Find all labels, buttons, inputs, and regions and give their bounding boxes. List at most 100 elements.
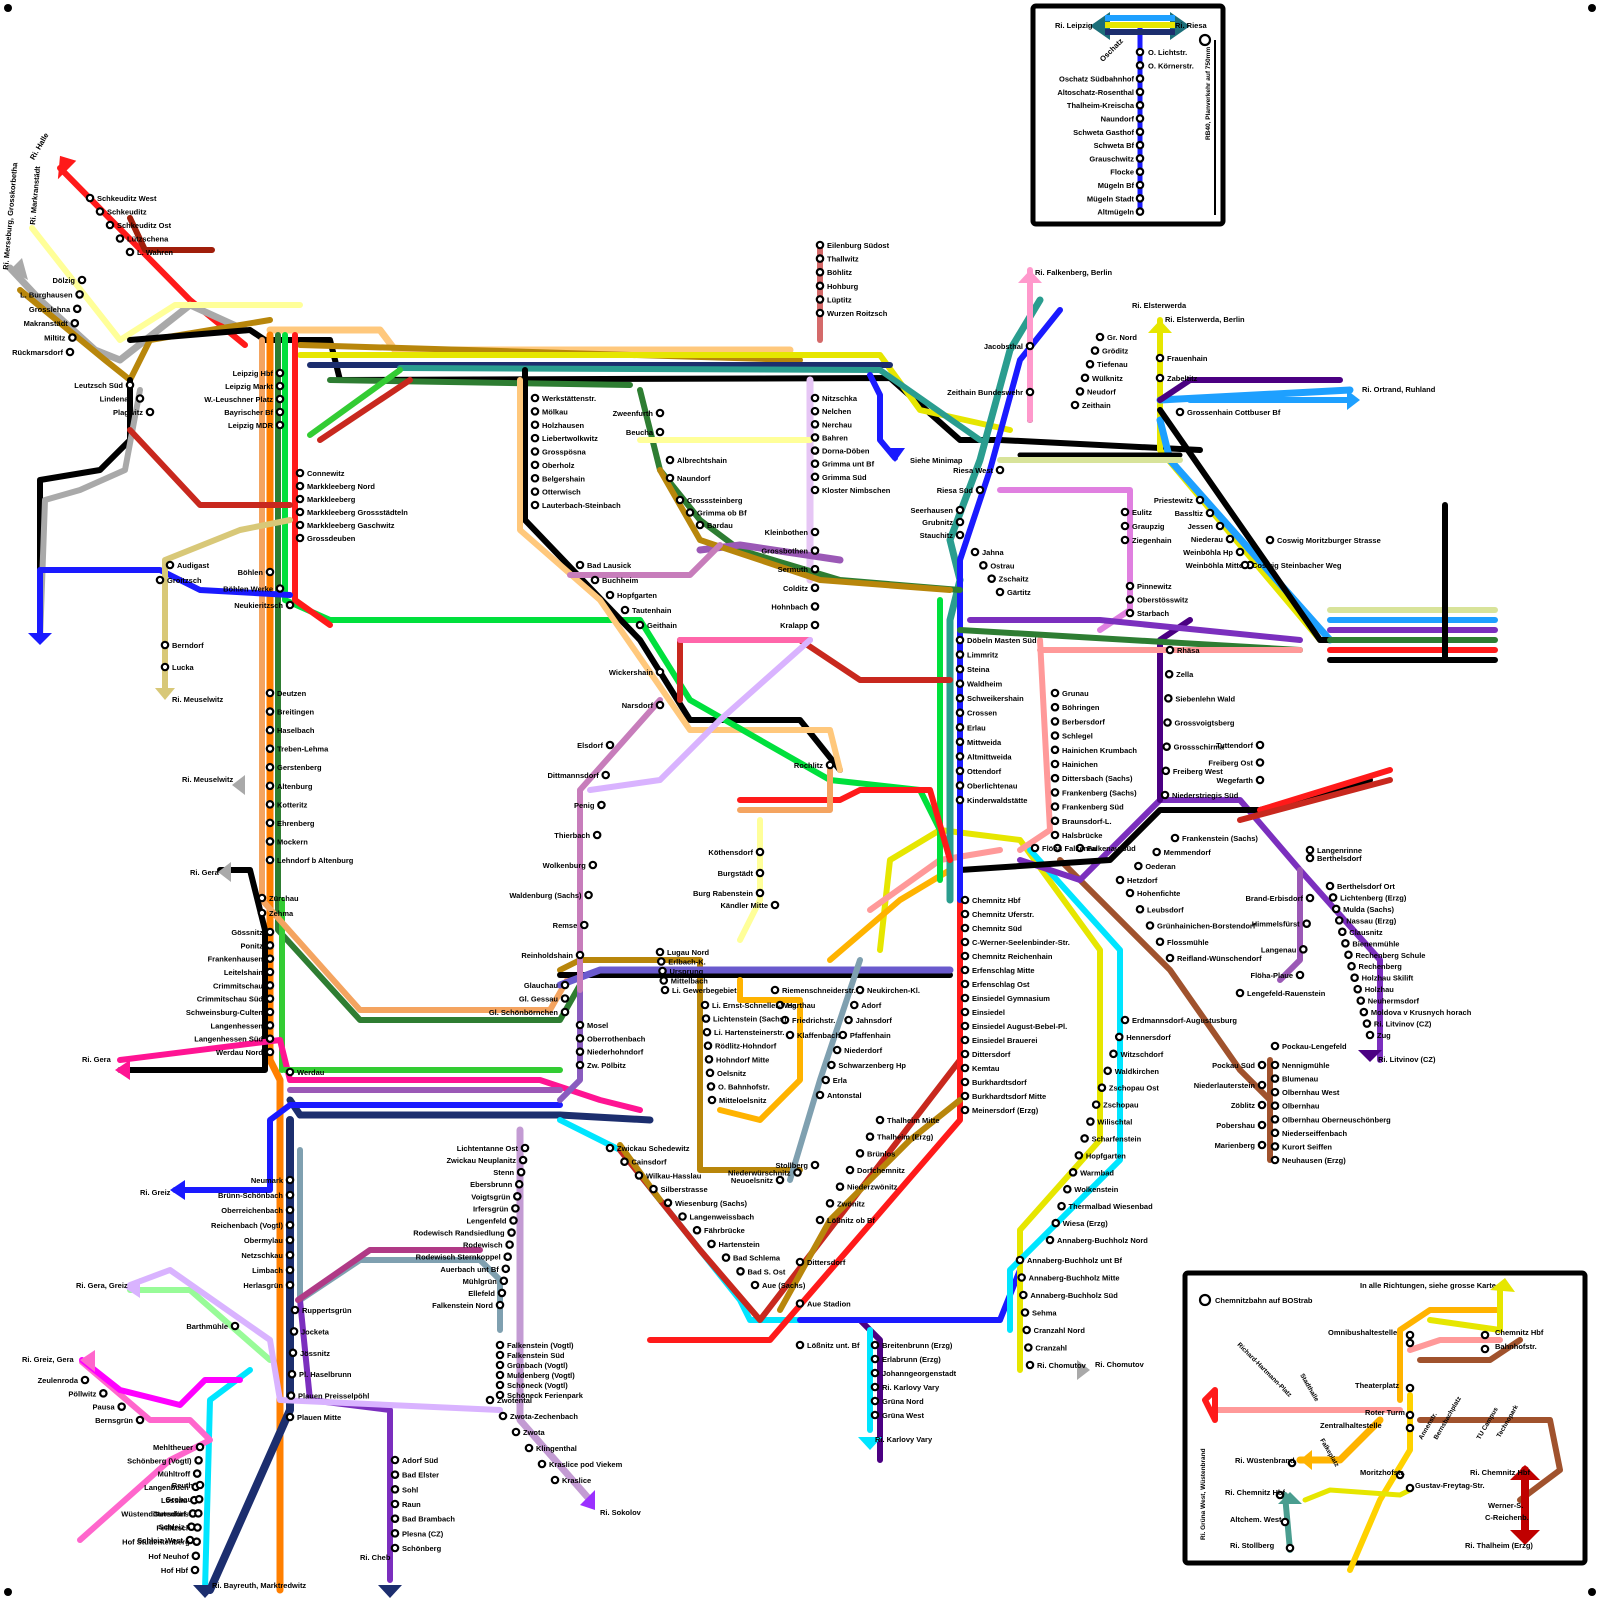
station-dot xyxy=(194,1524,200,1530)
inset-chemnitz: Chemnitzbahn auf BOStrab In alle Richtun… xyxy=(1185,1273,1585,1570)
inset-top-station-dot xyxy=(1137,169,1143,175)
station-dot xyxy=(1127,890,1133,896)
station-label: Erfenschlag Mitte xyxy=(972,966,1035,975)
station-dot xyxy=(522,1145,528,1151)
station-label: Kotteritz xyxy=(277,800,308,809)
station-dot xyxy=(957,680,963,686)
station-label: Aue Stadion xyxy=(807,1300,851,1309)
station-dot xyxy=(1018,1274,1024,1280)
station-dot xyxy=(526,1445,532,1451)
station-dot xyxy=(957,739,963,745)
dest-chomutov: Ri. Chomutov xyxy=(1095,1360,1145,1369)
inset-top-station-dot xyxy=(1137,89,1143,95)
station-label: Li. Gewerbegebiet xyxy=(672,986,737,995)
station-label: Dittersdorf xyxy=(972,1050,1011,1059)
station-label: Glauchau xyxy=(524,981,559,990)
station-dot xyxy=(872,1342,878,1348)
station-dot xyxy=(962,995,968,1001)
station-label: Erdmannsdorf-Augustusburg xyxy=(1132,1016,1237,1025)
station-dot xyxy=(267,1009,273,1015)
station-label: Mügeln Stadt xyxy=(1087,194,1135,203)
station-dot xyxy=(962,981,968,987)
station-dot xyxy=(1272,1103,1278,1109)
station-label: Lüptitz xyxy=(827,295,852,304)
station-label: Lauterbach-Steinbach xyxy=(542,501,621,510)
station-dot xyxy=(532,448,538,454)
station-label: Schlegel xyxy=(1062,732,1093,741)
route-south-red xyxy=(295,335,330,625)
station-label: Falkenstein (Vogtl) xyxy=(507,1341,574,1350)
station-dot xyxy=(1272,1075,1278,1081)
station-dot xyxy=(577,952,583,958)
station-label: Bad Brambach xyxy=(402,1515,455,1524)
station-label: Graupzig xyxy=(1132,522,1165,531)
station-dot xyxy=(662,987,668,993)
station-label: Mölkau xyxy=(542,407,568,416)
station-label: Lengenfeld xyxy=(466,1216,506,1225)
station-label: Nennigmühle xyxy=(1282,1061,1330,1070)
station-label: Barthmühle xyxy=(186,1322,228,1331)
station-dot xyxy=(1027,343,1033,349)
station-label: Chemnitz Uferstr. xyxy=(972,910,1034,919)
station-label: Langenweissbach xyxy=(690,1213,755,1222)
station-label: Erlabrunn (Erzg) xyxy=(882,1355,941,1364)
station-dot xyxy=(1070,1169,1076,1175)
station-dot xyxy=(607,1145,613,1151)
station-dot xyxy=(1052,747,1058,753)
station-label: Dittersdorf xyxy=(807,1258,846,1267)
station-label: Niederhohndorf xyxy=(587,1048,644,1057)
station-label: Einsiedel August-Bebel-Pl. xyxy=(972,1022,1067,1031)
station-label: Marienberg xyxy=(1215,1141,1256,1150)
station-label: Chemnitz Hbf xyxy=(972,896,1021,905)
station-dot xyxy=(1087,361,1093,367)
station-label: Hohnbach xyxy=(771,602,808,611)
station-label: Kralapp xyxy=(780,621,808,630)
station-dot xyxy=(621,1159,627,1165)
station-label: Ponitz xyxy=(241,941,264,950)
station-label: Lucka xyxy=(172,663,195,672)
station-dot xyxy=(1052,832,1058,838)
station-label: Ziegenhain xyxy=(1132,536,1172,545)
station-dot xyxy=(1104,1068,1110,1074)
station-label: Lengefeld-Rauenstein xyxy=(1247,989,1326,998)
station-label: Altmittweida xyxy=(967,752,1012,761)
station-label: Gl. Gessau xyxy=(519,995,559,1004)
station-dot xyxy=(957,666,963,672)
station-dot xyxy=(497,1382,503,1388)
station-dot xyxy=(290,1350,296,1356)
route-annaberg-blue xyxy=(800,1270,1020,1320)
station-label: Antonstal xyxy=(827,1091,862,1100)
station-label: Flöha xyxy=(1042,844,1063,853)
station-dot xyxy=(532,462,538,468)
station-dot xyxy=(67,349,73,355)
station-dot xyxy=(637,622,643,628)
station-dot xyxy=(772,902,778,908)
station-label: Zwickau Neuplanitz xyxy=(446,1156,516,1165)
station-dot xyxy=(1162,792,1168,798)
station-label: Wickershain xyxy=(609,668,654,677)
station-label: Thalheim (Erzg) xyxy=(877,1133,934,1142)
inset-station-freytag: Gustav-Freytag-Str. xyxy=(1415,1481,1485,1490)
dest-halle: Ri. Halle xyxy=(28,131,51,161)
station-dot xyxy=(1307,847,1313,853)
station-label: Schkeuditz xyxy=(107,208,147,217)
station-dot xyxy=(514,1193,520,1199)
station-dot xyxy=(797,1342,803,1348)
station-dot xyxy=(1164,719,1170,725)
station-dot xyxy=(497,1362,503,1368)
station-label: Bad Lausick xyxy=(587,561,632,570)
station-dot xyxy=(972,549,978,555)
station-dot xyxy=(107,222,113,228)
station-label: Frankenberg (Sachs) xyxy=(1062,788,1137,797)
station-dot xyxy=(872,1398,878,1404)
station-label: Grossdeuben xyxy=(307,534,356,543)
station-label: Grauschwitz xyxy=(1089,154,1134,163)
station-dot xyxy=(562,1009,568,1015)
station-label: Langenau xyxy=(1261,945,1297,954)
station-dot xyxy=(794,1169,800,1175)
station-dot xyxy=(657,949,663,955)
station-label: Zwota xyxy=(523,1428,545,1437)
route-crottendorf xyxy=(320,380,410,440)
station-dot xyxy=(1157,939,1163,945)
